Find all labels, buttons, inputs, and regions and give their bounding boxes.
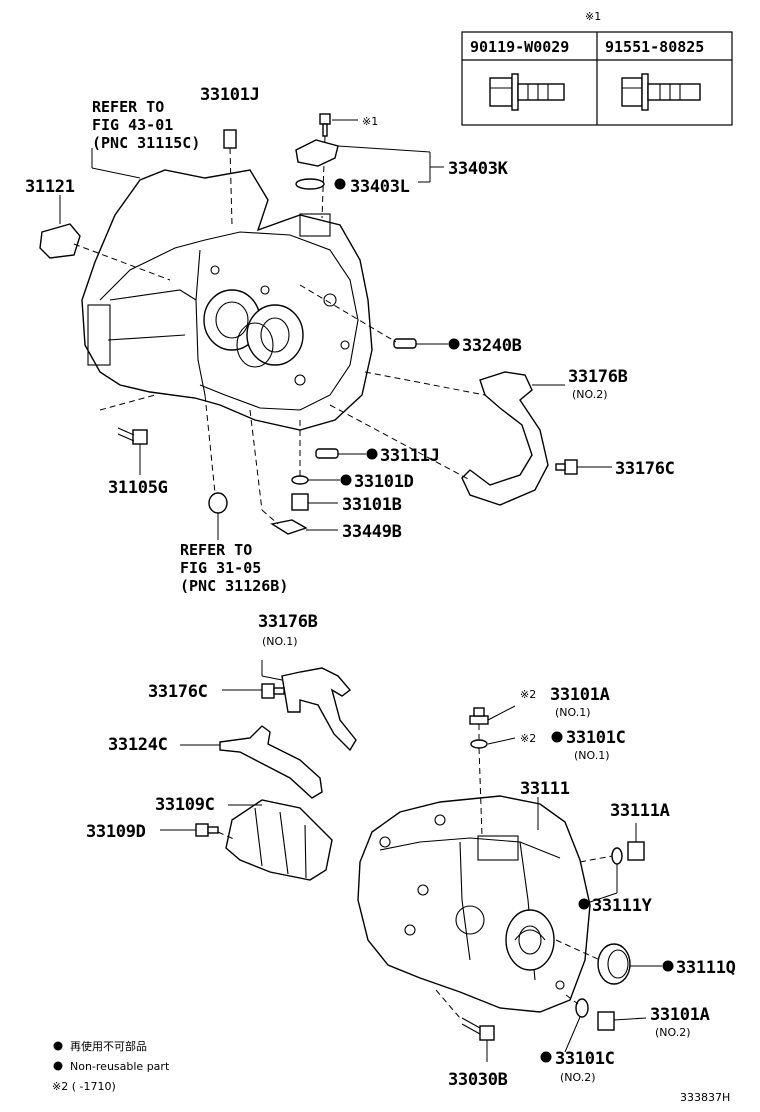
table-col1-header: 90119-W0029 (470, 38, 569, 56)
legend-dot-icon (53, 1061, 63, 1071)
label-33240B[interactable]: 33240B (462, 336, 522, 356)
label-33449B[interactable]: 33449B (342, 522, 402, 542)
label-33176B-no1[interactable]: 33176B (258, 612, 318, 632)
table-mark: ※1 (585, 10, 601, 23)
bolt-33030B-icon (461, 1017, 495, 1041)
non-reusable-dot-icon (366, 448, 378, 460)
label-33101C-no1-sub: (NO.1) (574, 749, 610, 762)
label-33124C[interactable]: 33124C (108, 735, 168, 755)
label-bolt-mark: ※1 (362, 115, 378, 128)
pin-33111J-icon (315, 448, 339, 459)
cover-33109C-icon (225, 799, 333, 881)
label-33101A-no1[interactable]: 33101A (550, 685, 610, 705)
gasket-33101C-no1-icon (470, 739, 488, 749)
label-31105G[interactable]: 31105G (108, 478, 168, 498)
plug-33101A-no2-icon (597, 1011, 615, 1031)
refer-fig43-line2: FIG 43-01 (92, 116, 173, 134)
non-reusable-dot-icon (540, 1051, 552, 1063)
transaxle-housing-drawing (81, 169, 373, 431)
label-33111Q[interactable]: 33111Q (676, 958, 736, 978)
bolt-90119-icon (489, 73, 565, 111)
bracket-33176B-no1-icon (281, 667, 357, 752)
non-reusable-dot-icon (551, 731, 563, 743)
bolt-top-icon (319, 113, 331, 137)
legend-line1: 再使用不可部品 (70, 1039, 147, 1053)
label-33176B-no2-sub: (NO.2) (572, 388, 608, 401)
plug-33101B-icon (291, 493, 309, 511)
gasket-33111Y-icon (611, 847, 623, 865)
refer-fig43-line1: REFER TO (92, 98, 164, 116)
label-33403L[interactable]: 33403L (350, 177, 410, 197)
refer-fig31-line2: FIG 31-05 (180, 559, 261, 577)
label-33101C-no1-mark: ※2 (520, 732, 536, 745)
bracket-33176B-no2-icon (461, 371, 549, 506)
refer-fig43-line3: (PNC 31115C) (92, 134, 200, 152)
label-33109C[interactable]: 33109C (155, 795, 215, 815)
label-33176B-no1-sub: (NO.1) (262, 635, 298, 648)
gasket-33101C-no2-icon (575, 998, 589, 1018)
cap-31121-icon (39, 223, 81, 259)
legend-line2: Non-reusable part (70, 1060, 170, 1073)
label-33101C-no2-sub: (NO.2) (560, 1071, 596, 1084)
non-reusable-dot-icon (662, 960, 674, 972)
label-33101J[interactable]: 33101J (200, 85, 260, 105)
label-33101A-no2-sub: (NO.2) (655, 1026, 691, 1039)
non-reusable-dot-icon (448, 338, 460, 350)
plug-33101J-icon (223, 129, 237, 149)
non-reusable-dot-icon (578, 898, 590, 910)
label-33101D[interactable]: 33101D (354, 472, 414, 492)
label-33101C-no1[interactable]: 33101C (566, 728, 626, 748)
label-33101A-no2[interactable]: 33101A (650, 1005, 710, 1025)
label-33030B[interactable]: 33030B (448, 1070, 508, 1090)
label-33111J[interactable]: 33111J (380, 446, 440, 466)
label-33111A[interactable]: 33111A (610, 801, 670, 821)
bolt-33176C-top-icon (555, 459, 578, 475)
legend-line3: ※2 ( -1710) (52, 1080, 116, 1093)
bracket-33403K-icon (295, 139, 339, 167)
label-33101A-no1-sub: (NO.1) (555, 706, 591, 719)
label-33176B-no2[interactable]: 33176B (568, 367, 628, 387)
plug-ref-31126B-icon (208, 492, 228, 514)
gasket-33449B-icon (270, 519, 308, 535)
plate-33124C-icon (219, 725, 323, 799)
label-33101B[interactable]: 33101B (342, 495, 402, 515)
label-31121[interactable]: 31121 (25, 177, 75, 197)
non-reusable-dot-icon (334, 178, 346, 190)
pin-33240B-icon (393, 338, 417, 349)
label-33111Y[interactable]: 33111Y (592, 896, 653, 916)
plug-33101A-no1-icon (469, 707, 489, 725)
legend: 再使用不可部品 Non-reusable part ※2 ( -1710) (52, 1039, 170, 1093)
table-col2-header: 91551-80825 (605, 38, 704, 56)
refer-fig31-line1: REFER TO (180, 541, 252, 559)
bolt-91551-icon (621, 73, 701, 111)
diagram-id: 333837H (680, 1091, 730, 1104)
transmission-case-drawing (357, 795, 591, 1013)
label-33176C-mid[interactable]: 33176C (148, 682, 208, 702)
oring-33403L-icon (295, 178, 325, 190)
plug-33111A-icon (627, 841, 645, 861)
fastener-table: ※1 90119-W0029 91551-80825 (461, 10, 733, 126)
refer-fig31-line3: (PNC 31126B) (180, 577, 288, 595)
label-33101A-no1-mark: ※2 (520, 688, 536, 701)
bolt-31105G-icon (117, 427, 148, 445)
legend-dot-icon (53, 1041, 63, 1051)
gasket-33101D-icon (291, 475, 309, 485)
label-33109D[interactable]: 33109D (86, 822, 146, 842)
bolt-33109D-icon (195, 823, 219, 837)
label-33111[interactable]: 33111 (520, 779, 570, 799)
label-33101C-no2[interactable]: 33101C (555, 1049, 615, 1069)
label-33176C-top[interactable]: 33176C (615, 459, 675, 479)
label-33403K[interactable]: 33403K (448, 159, 509, 179)
bolt-33176C-mid-icon (261, 683, 285, 699)
non-reusable-dot-icon (340, 474, 352, 486)
seal-33111Q-icon (597, 943, 631, 985)
